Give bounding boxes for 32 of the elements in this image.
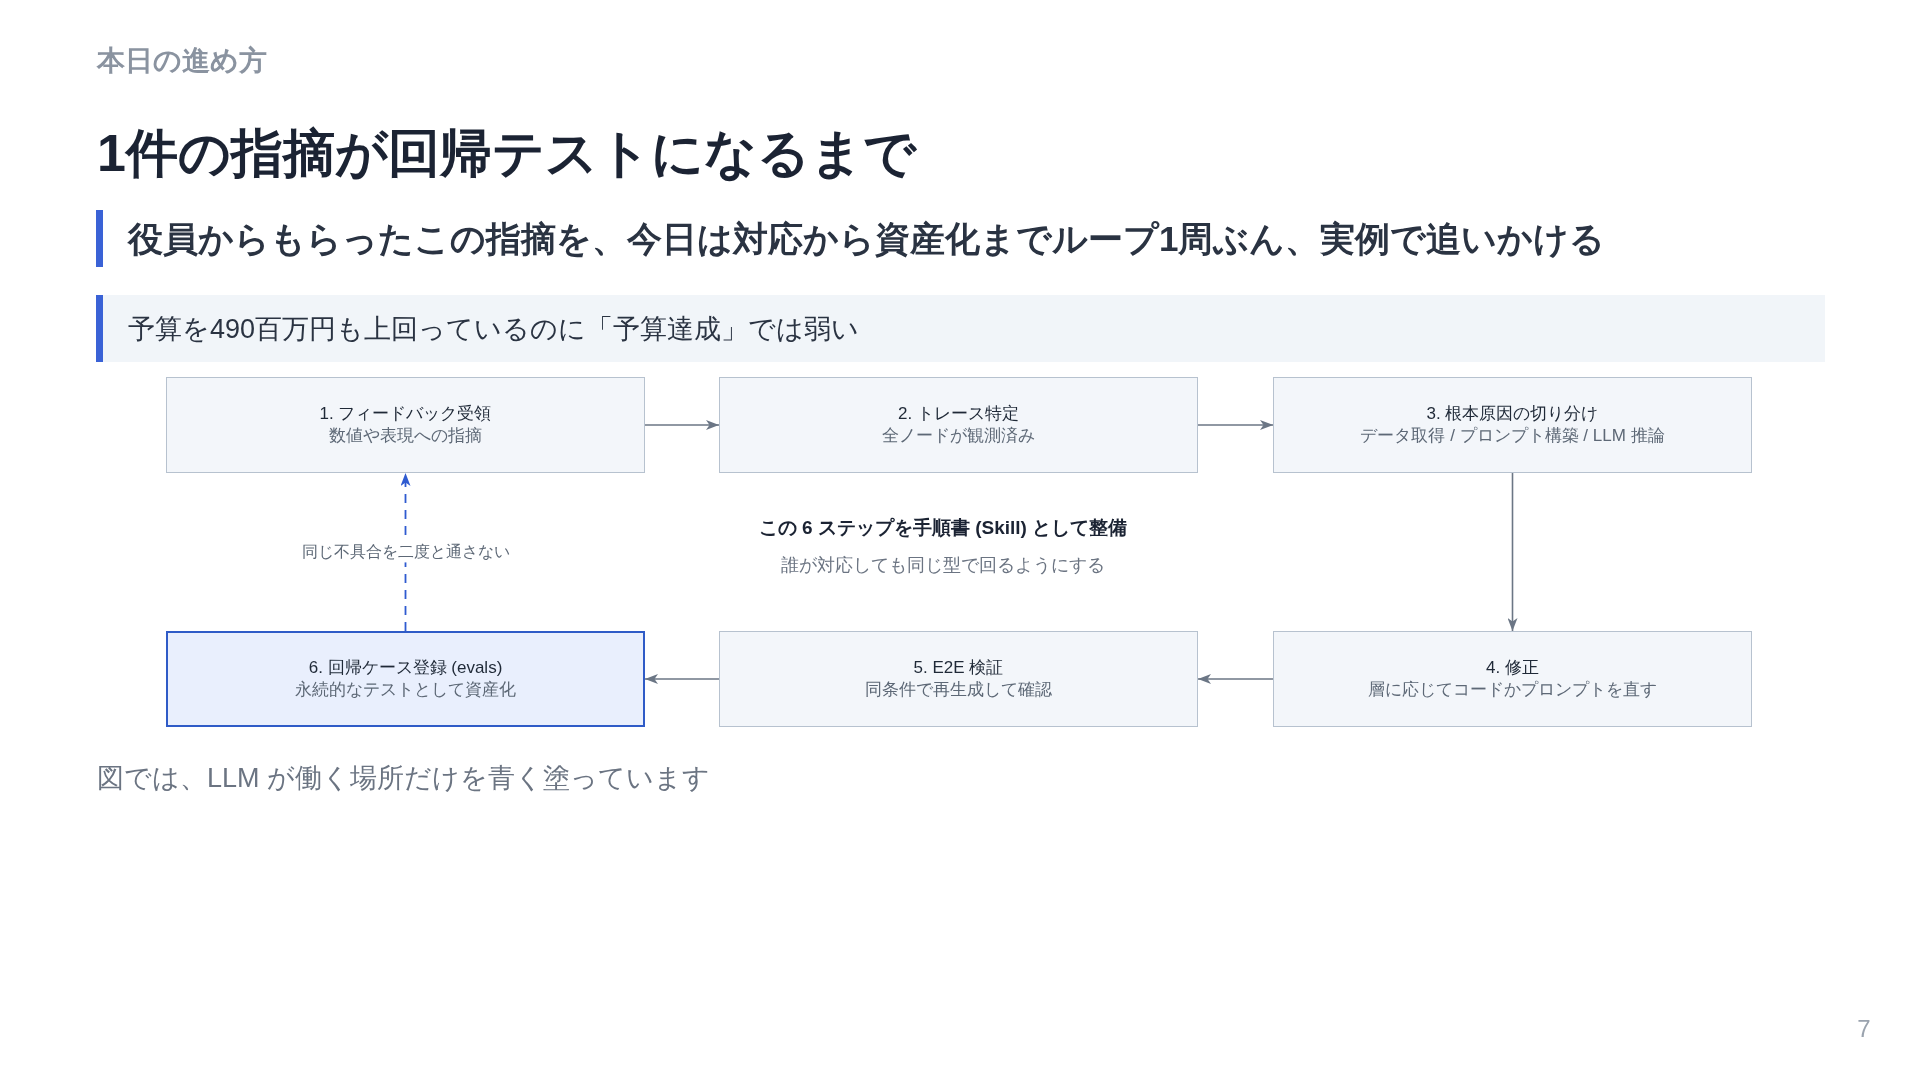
caption: 図では、LLM が働く場所だけを青く塗っています [97,761,711,795]
slide-title: 1件の指摘が回帰テストになるまで [97,122,916,184]
step-title: 5. E2E 検証 [913,656,1004,679]
step-title: 4. 修正 [1486,656,1539,679]
callout-banner: 予算を490百万円も上回っているのに「予算達成」では弱い [96,295,1825,362]
step-title: 6. 回帰ケース登録 (evals) [308,656,503,679]
process-box [1273,377,1752,473]
step-description: 層に応じてコードかプロンプトを直す [1368,679,1657,701]
process-box [719,377,1198,473]
step-title: 2. トレース特定 [898,402,1019,425]
step-description: 数値や表現への指摘 [329,425,482,447]
note-text: 誰が対応しても同じ型で回るようにする [781,555,1105,577]
arrow [1507,472,1518,632]
step-title: 1. フィードバック受領 [319,402,492,425]
process-box [166,631,645,727]
step-description: データ取得 / プロンプト構築 / LLM 推論 [1360,425,1665,447]
process-box [719,631,1198,727]
step-description: 同条件で再生成して確認 [865,679,1052,701]
step-description: 永続的なテストとして資産化 [295,679,516,701]
subtitle: 役員からもらったこの指摘を、今日は対応から資産化までループ1周ぶん、実例で追いかける [128,218,1606,260]
page-number: 7 [1857,1014,1871,1044]
arrow [644,420,720,430]
arrow [1197,420,1274,430]
arrow [1197,674,1274,684]
step-title: 3. 根本原因の切り分け [1426,402,1599,425]
section-label: 本日の進め方 [97,44,267,78]
process-box [1273,631,1752,727]
note-heading: この 6 ステップを手順書 (Skill) として整備 [758,516,1128,540]
arrow [644,674,720,684]
step-description: 全ノードが観測済み [882,425,1035,447]
arrow [400,472,411,632]
process-box [166,377,645,473]
